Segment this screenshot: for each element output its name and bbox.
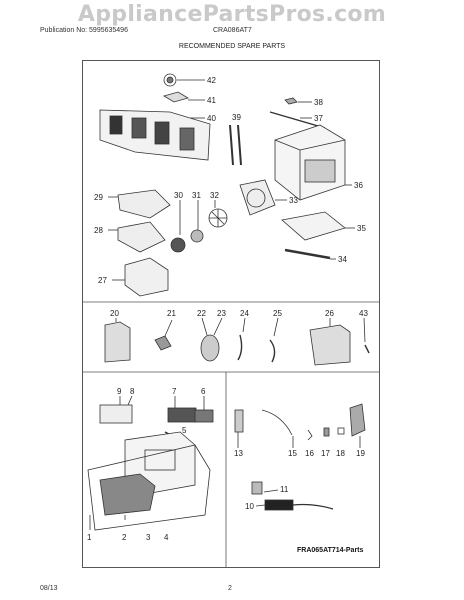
callout-39: 39 — [232, 113, 241, 122]
compressor-part-22 — [200, 317, 220, 362]
holder-part-18 — [337, 427, 345, 435]
callout-13: 13 — [234, 449, 243, 458]
model-number: CRA086AT7 — [213, 27, 252, 34]
partition-part-29 — [108, 189, 171, 219]
callout-27: 27 — [98, 276, 107, 285]
callout-25: 25 — [273, 309, 282, 318]
callout-24: 24 — [240, 309, 249, 318]
publication-number: Publication No: 5995635496 — [40, 27, 128, 34]
condenser-coil-part-26 — [309, 318, 351, 366]
callout-7: 7 — [172, 387, 177, 396]
power-cord-part-10 — [264, 499, 334, 511]
base-pan-part-35 — [281, 211, 355, 241]
callout-4: 4 — [164, 533, 169, 542]
callout-35: 35 — [357, 224, 366, 233]
tube-part-25 — [269, 317, 279, 363]
condenser-housing-part-33 — [239, 179, 287, 216]
wire-harness-part-15 — [261, 409, 294, 448]
front-grille-part-40 — [99, 109, 211, 161]
callout-10: 10 — [245, 502, 254, 511]
callout-41: 41 — [207, 96, 216, 105]
callout-16: 16 — [305, 449, 314, 458]
sensor-part-17 — [323, 427, 330, 437]
capacitor-part-21 — [154, 319, 173, 351]
callout-26: 26 — [325, 309, 334, 318]
footer-date: 08/13 — [40, 585, 58, 592]
grille-outline-part-1 — [87, 444, 211, 531]
fan-blade-part-32 — [208, 200, 228, 228]
evaporator-coil-part-20 — [104, 318, 131, 363]
callout-2: 2 — [122, 533, 127, 542]
callout-8: 8 — [130, 387, 135, 396]
callout-34: 34 — [338, 255, 347, 264]
louver-part-2 — [99, 473, 156, 520]
drain-part-19 — [349, 403, 366, 448]
seal-strips-part-39 — [229, 124, 242, 166]
callout-37: 37 — [314, 114, 323, 123]
bracket-part-13 — [234, 409, 244, 448]
rail-part-37 — [269, 111, 326, 129]
callout-23: 23 — [217, 309, 226, 318]
callout-1: 1 — [87, 533, 92, 542]
callout-40: 40 — [207, 114, 216, 123]
control-panel-part-7 — [167, 396, 197, 423]
diagram-reference: FRA065AT714-Parts — [297, 547, 364, 554]
page-number: 2 — [228, 585, 232, 592]
callout-22: 22 — [197, 309, 206, 318]
callout-3: 3 — [146, 533, 151, 542]
site-watermark: AppliancePartsPros.com — [77, 2, 387, 27]
fan-motor-part-31 — [190, 200, 204, 243]
overload-part-23 — [213, 317, 223, 336]
screw-part-38 — [284, 97, 312, 105]
bracket-part-41 — [163, 91, 205, 103]
knob-part-8 — [127, 395, 133, 406]
callout-33: 33 — [289, 196, 298, 205]
callout-31: 31 — [192, 191, 201, 200]
blower-wheel-part-30 — [170, 237, 186, 253]
callout-6: 6 — [201, 387, 206, 396]
cabinet-part-36 — [274, 124, 352, 201]
section-title: RECOMMENDED SPARE PARTS — [178, 43, 286, 50]
leader-11 — [263, 489, 279, 493]
callout-38: 38 — [314, 98, 323, 107]
callout-42: 42 — [207, 76, 216, 85]
callout-21: 21 — [167, 309, 176, 318]
clip-part-16 — [307, 429, 313, 441]
knob-part-42 — [163, 73, 205, 87]
callout-15: 15 — [288, 449, 297, 458]
callout-20: 20 — [110, 309, 119, 318]
air-filter-part-9 — [99, 396, 133, 424]
callout-17: 17 — [321, 449, 330, 458]
callout-5: 5 — [182, 426, 187, 435]
callout-11: 11 — [280, 485, 289, 494]
callout-32: 32 — [210, 191, 219, 200]
seal-part-34 — [284, 248, 336, 260]
callout-18: 18 — [336, 449, 345, 458]
callout-19: 19 — [356, 449, 365, 458]
callout-43: 43 — [359, 309, 368, 318]
parts-diagram-frame — [82, 60, 380, 568]
leader-10 — [255, 504, 266, 507]
callout-30: 30 — [174, 191, 183, 200]
callout-29: 29 — [94, 193, 103, 202]
control-board-part-6 — [194, 396, 214, 423]
callout-9: 9 — [117, 387, 122, 396]
air-duct-part-27 — [112, 257, 169, 297]
fuse-part-11 — [251, 481, 263, 495]
callout-28: 28 — [94, 226, 103, 235]
thermistor-part-43 — [363, 317, 370, 354]
callout-36: 36 — [354, 181, 363, 190]
scroll-part-28 — [108, 221, 166, 253]
tube-part-24 — [237, 317, 246, 361]
